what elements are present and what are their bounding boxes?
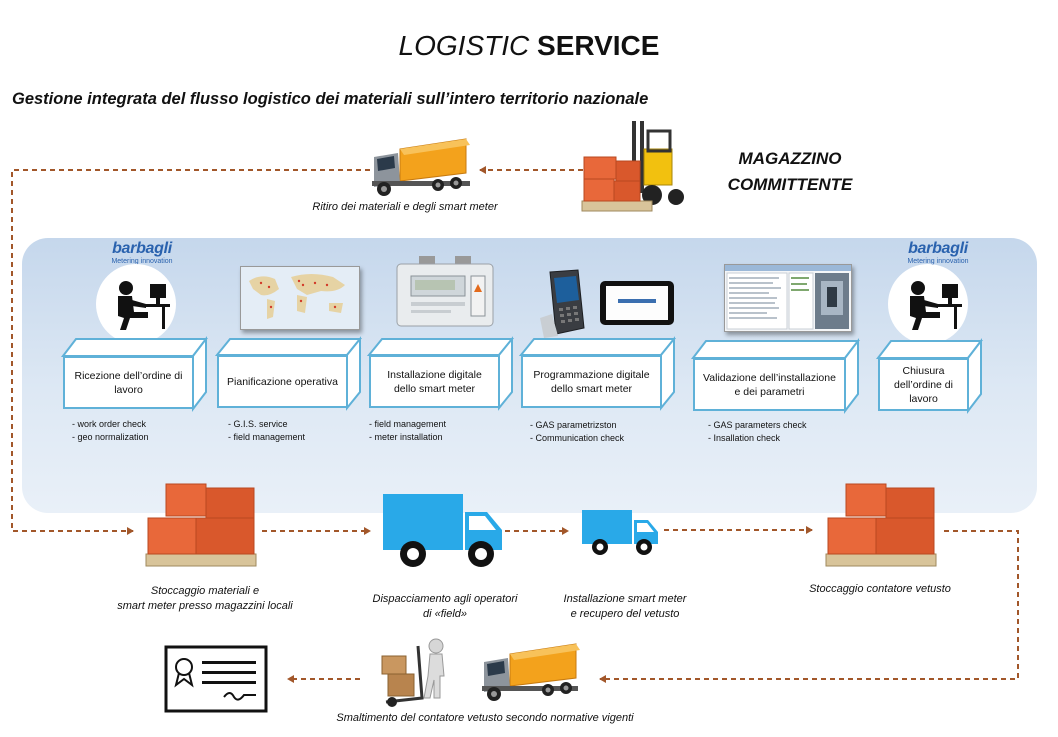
- bullet-item: - G.I.S. service: [228, 419, 288, 429]
- bullet-item: - GAS parametrizston: [530, 420, 617, 430]
- logo-tagline: Metering innovation: [111, 258, 173, 265]
- warehouse-label: MAGAZZINO COMMITTENTE: [705, 146, 875, 198]
- step-label-2: Pianificazione operativa: [227, 375, 338, 388]
- truck-icon: [372, 138, 470, 196]
- pallet-boxes-icon: [825, 483, 937, 567]
- install-caption-line1: Installazione smart meter: [563, 593, 687, 605]
- bullet-item: - meter installation: [369, 432, 443, 442]
- delivery-truck-icon: [383, 494, 502, 567]
- certificate-icon: [164, 645, 268, 713]
- title-bold: SERVICE: [537, 30, 660, 61]
- world-map-icon: [240, 266, 360, 330]
- bullet-item: - GAS parameters check: [708, 420, 807, 430]
- user-at-desk-icon: [888, 264, 968, 344]
- tablet-icon: [600, 281, 674, 325]
- step-bullets-2: - G.I.S. service - field management: [228, 418, 305, 444]
- bullet-item: - Insallation check: [708, 433, 781, 443]
- step-bullets-3: - field management - meter installation: [369, 418, 446, 444]
- step-box-1: Ricezione dell’ordine di lavoro: [63, 356, 194, 409]
- logo-brand: barbagli: [908, 240, 968, 257]
- storage-caption: Stoccaggio materiali e smart meter press…: [95, 584, 315, 614]
- step-label-6: Chiusura dell’ordine di lavoro: [894, 364, 953, 405]
- step-label-3: Installazione digitale dello smart meter: [387, 368, 482, 395]
- step-box-3: Installazione digitale dello smart meter: [369, 355, 500, 408]
- old-storage-caption: Stoccaggio contatore vetusto: [809, 583, 951, 595]
- logo-tagline: Metering innovation: [907, 258, 969, 265]
- disposal-caption: Smaltimento del contatore vetusto second…: [336, 712, 634, 724]
- step-box-4: Programmazione digitale dello smart mete…: [521, 355, 662, 408]
- title-italic: LOGISTIC: [398, 30, 530, 61]
- step-box-2: Pianificazione operativa: [217, 355, 348, 408]
- user-at-desk-icon: [96, 264, 176, 344]
- step-label-4: Programmazione digitale dello smart mete…: [533, 368, 650, 395]
- step-box-5: Validazione dell’installazione e dei par…: [693, 358, 846, 411]
- hand-truck-icon: [381, 638, 445, 707]
- step-label-5: Validazione dell’installazione e dei par…: [703, 371, 836, 398]
- handheld-device-icon: [540, 269, 585, 338]
- pallet-boxes-icon: [145, 483, 257, 567]
- arrow-old-storage-to-disposal: [599, 530, 1019, 683]
- bullet-item: - Communication check: [530, 433, 625, 443]
- step-bullets-5: - GAS parameters check - Insallation che…: [708, 419, 807, 445]
- logo-brand: barbagli: [112, 240, 172, 257]
- delivery-truck-icon: [582, 510, 658, 555]
- step-box-6: Chiusura dell’ordine di lavoro: [878, 358, 969, 411]
- dispatch-caption-line1: Dispacciamento agli operatori: [372, 593, 518, 605]
- install-caption: Installazione smart meter e recupero del…: [540, 592, 710, 622]
- storage-caption-line1: Stoccaggio materiali e: [150, 585, 260, 597]
- page-subtitle: Gestione integrata del flusso logistico …: [12, 90, 649, 108]
- dispatch-caption: Dispacciamento agli operatori di «field»: [355, 592, 535, 622]
- bullet-item: - field management: [369, 419, 447, 429]
- gas-meter-icon: [396, 256, 494, 327]
- barbagli-logo-left: barbagli Metering innovation: [88, 241, 196, 266]
- truck-icon: [482, 643, 580, 701]
- bullet-item: - geo normalization: [72, 432, 149, 442]
- step-bullets-1: - work order check - geo normalization: [72, 418, 149, 444]
- storage-caption-line2: smart meter presso magazzini locali: [117, 600, 293, 612]
- warehouse-label-line1: MAGAZZINO: [738, 149, 842, 168]
- pickup-caption: Ritiro dei materiali e degli smart meter: [312, 201, 498, 213]
- bullet-item: - field management: [228, 432, 306, 442]
- page-title: LOGISTIC SERVICE: [0, 30, 1058, 62]
- step-label-1: Ricezione dell’ordine di lavoro: [74, 369, 183, 396]
- software-screen-icon: [724, 264, 852, 332]
- barbagli-logo-right: barbagli Metering innovation: [884, 241, 992, 266]
- install-caption-line2: e recupero del vetusto: [570, 608, 680, 620]
- warehouse-label-line2: COMMITTENTE: [727, 175, 853, 194]
- step-bullets-4: - GAS parametrizston - Communication che…: [530, 419, 624, 445]
- bullet-item: - work order check: [72, 419, 147, 429]
- dispatch-caption-line2: di «field»: [422, 608, 468, 620]
- forklift-icon: [581, 121, 684, 212]
